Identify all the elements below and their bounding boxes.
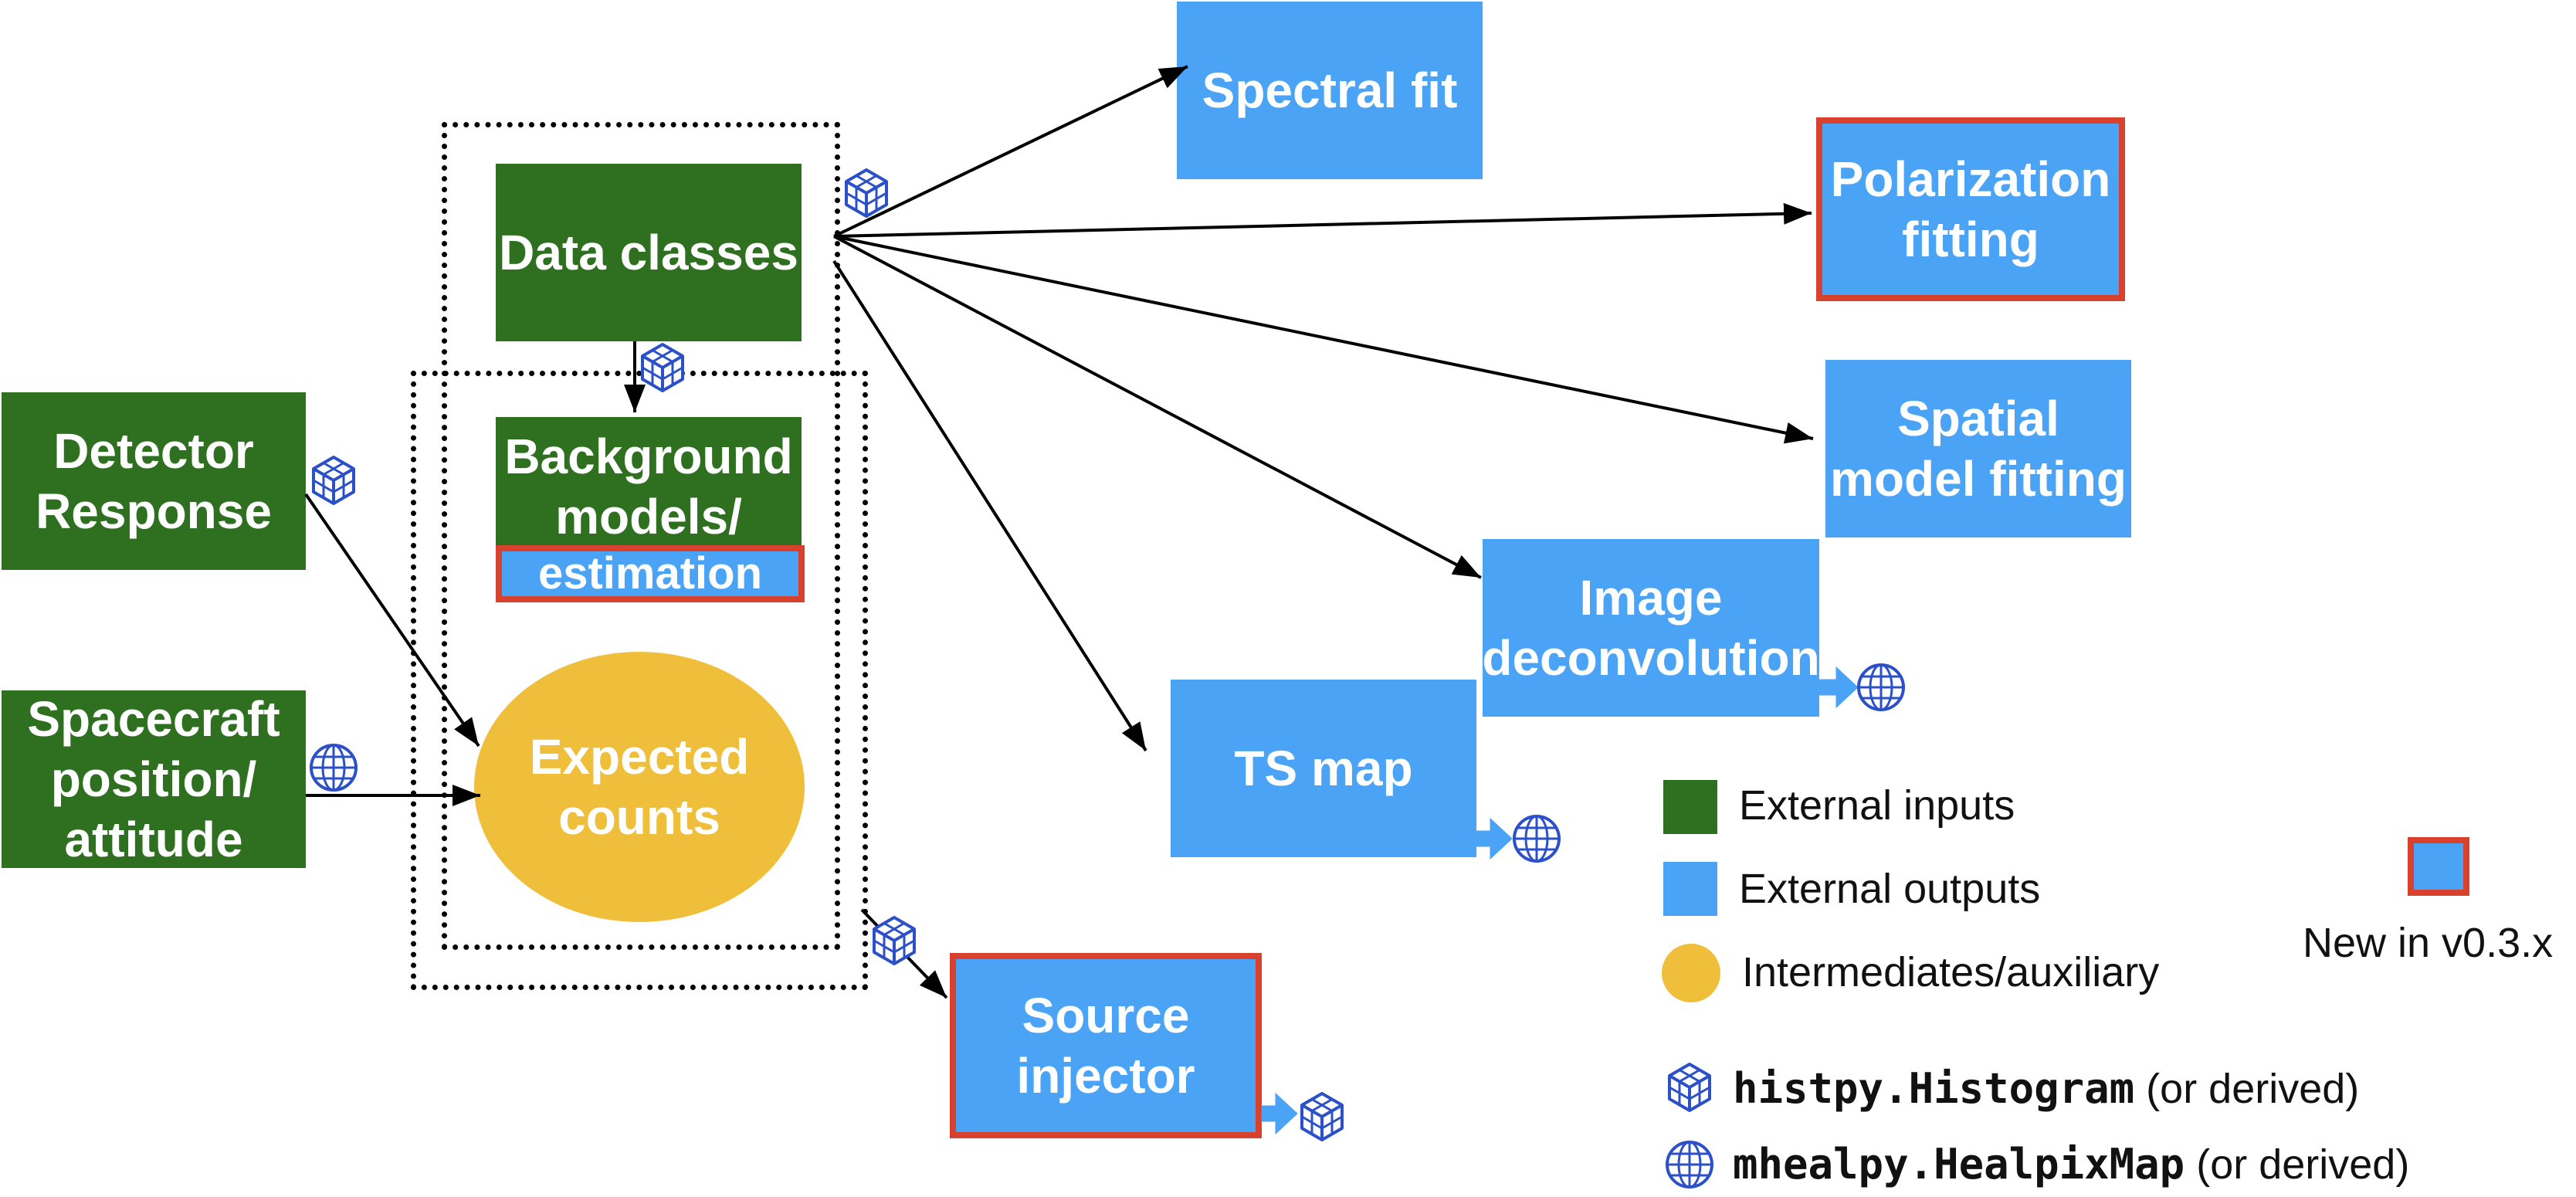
legend-label-healpix: mhealpy.HealpixMap (or derived) [1733,1140,2409,1189]
arrow-to-spectral-fit [833,65,1188,238]
expected-counts-label: Expected counts [529,729,750,845]
legend-swatch-intermediates [1662,944,1720,1002]
legend-label-intermediates: Intermediates/auxiliary [1742,949,2160,995]
legend-swatch-outputs [1663,862,1717,916]
spatial-label: Spatial model fitting [1830,391,2127,507]
globe-icon [1857,663,1905,711]
arrow-to-polarization [833,202,1812,238]
cube-grid-icon [312,456,355,505]
cube-grid-icon [641,343,684,392]
detector-response-node: Detector Response [2,392,306,570]
legend-healpix-code: mhealpy.HealpixMap [1733,1140,2185,1189]
arrow-to-spatial [833,235,1814,444]
legend-histogram-code: histpy.Histogram [1733,1064,2135,1113]
legend-healpix-suffix: (or derived) [2185,1141,2410,1188]
image-deconvolution-label: Image deconvolution [1482,570,1820,686]
arrow-to-image-deconvolution [833,235,1482,579]
detector-response-label: Detector Response [36,423,272,539]
legend-swatch-inputs [1663,780,1717,834]
background-node: Background models/ [496,417,802,547]
spectral-fit-node: Spectral fit [1177,2,1483,179]
expected-counts-node: Expected counts [474,652,805,922]
deconvolution-output-arrow [1818,666,1859,709]
spacecraft-node: Spacecraft position/ attitude [2,690,306,868]
background-estimation-node: estimation [496,545,805,602]
ts-map-output-arrow [1476,817,1513,860]
legend-globe-icon [1666,1141,1713,1189]
data-classes-node: Data classes [496,164,802,341]
spectral-fit-label: Spectral fit [1202,63,1458,118]
globe-icon [1513,815,1561,863]
polarization-label: Polarization fitting [1830,151,2111,267]
background-label: Background models/ [504,429,793,544]
legend-label-inputs: External inputs [1739,782,2015,829]
legend-histogram-suffix: (or derived) [2134,1066,2360,1112]
background-estimation-label: estimation [537,548,763,598]
source-injector-label: Source injector [1016,988,1195,1104]
data-classes-label: Data classes [499,225,798,280]
image-deconvolution-node: Image deconvolution [1482,539,1820,717]
ts-map-label: TS map [1234,741,1413,796]
polarization-node: Polarization fitting [1816,117,2125,301]
legend-label-outputs: External outputs [1739,866,2041,912]
legend-label-histogram: histpy.Histogram (or derived) [1733,1064,2359,1113]
arrow-detector-to-expected [304,493,480,748]
source-injector-output-arrow [1261,1092,1298,1135]
cube-grid-icon [845,168,888,218]
globe-icon [310,744,358,792]
spacecraft-label: Spacecraft position/ attitude [27,691,280,867]
legend-cube-grid-icon [1668,1063,1711,1112]
cube-grid-icon [1300,1092,1344,1141]
legend-label-new: New in v0.3.x [2303,920,2554,966]
legend-swatch-new [2408,837,2469,896]
cube-grid-icon [873,916,916,965]
source-injector-node: Source injector [950,953,1262,1138]
data-classes-group-border [442,122,840,950]
background-group-border [411,371,868,990]
ts-map-node: TS map [1171,680,1476,857]
spatial-node: Spatial model fitting [1825,360,2131,537]
arrow-to-ts-map [832,259,1147,752]
